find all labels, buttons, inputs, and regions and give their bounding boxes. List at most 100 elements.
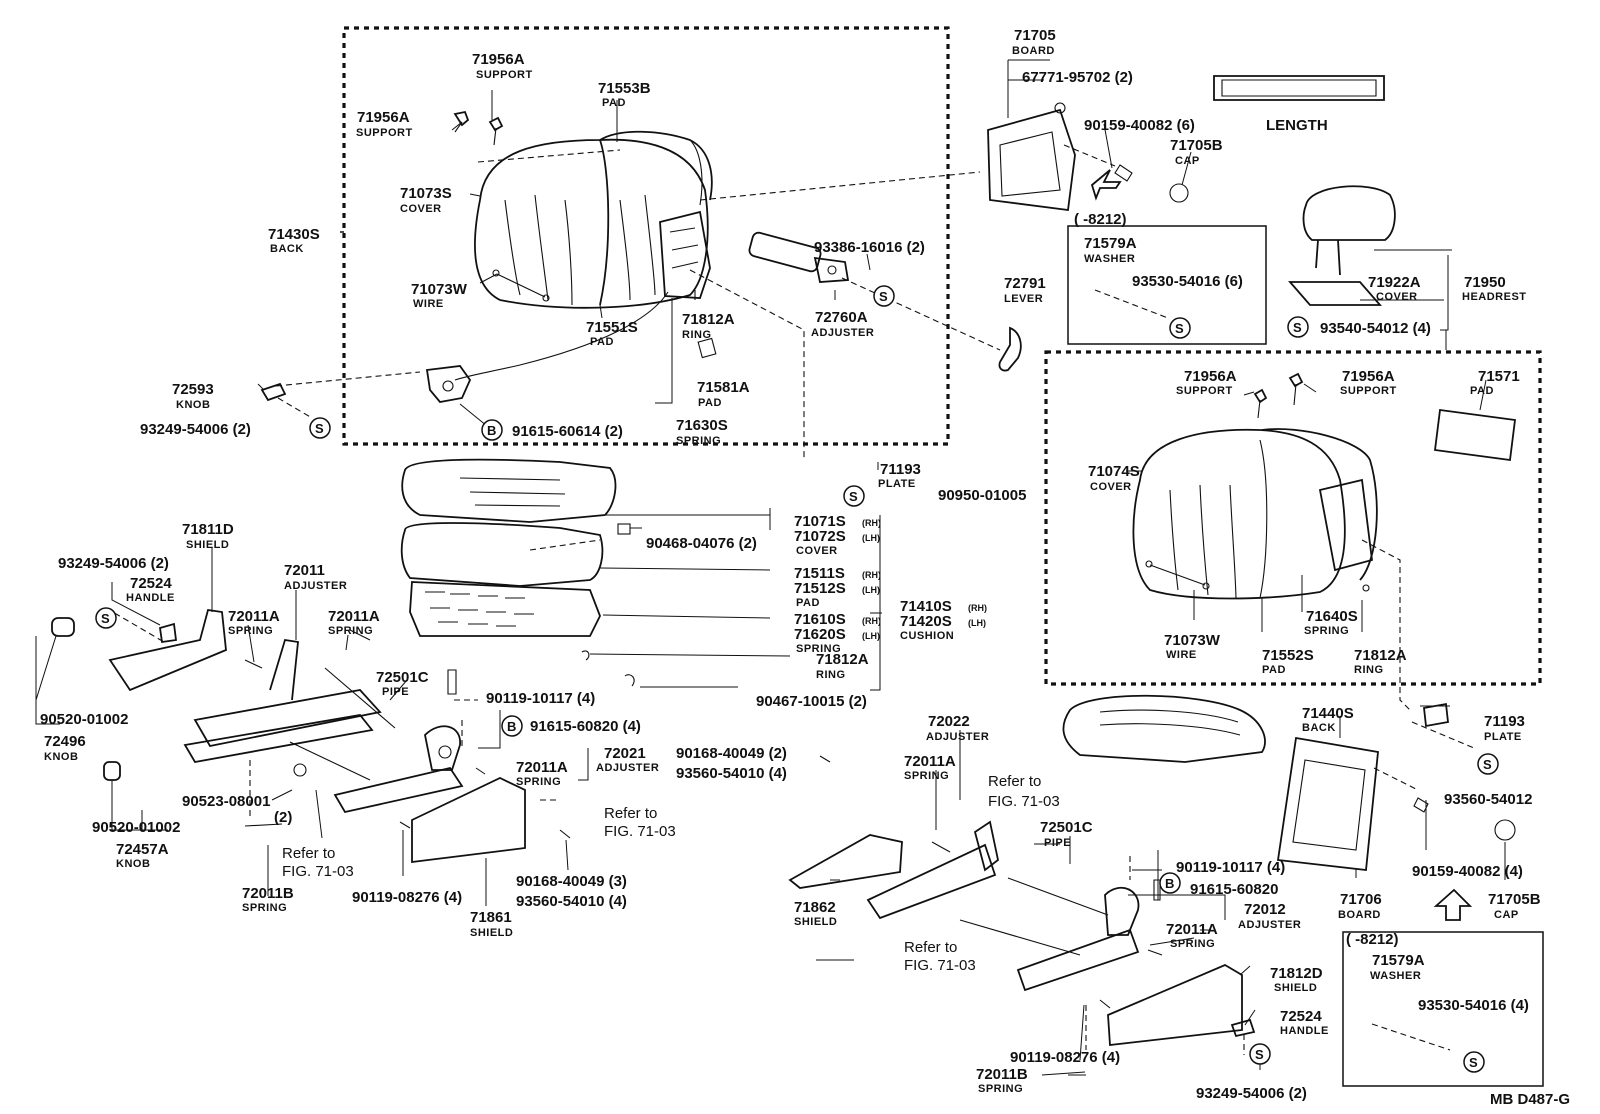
drawing-code: MB D487-G (1490, 1091, 1570, 1108)
callout-number: 93386-16016 (2) (814, 239, 925, 256)
callout-name: PAD (796, 597, 820, 609)
svg-text:S: S (1293, 320, 1302, 335)
callout-name: WIRE (413, 298, 444, 310)
callout-number: 71861 (470, 909, 512, 926)
washer-box-lh (1342, 931, 1544, 1087)
callout-number: 71073W (411, 281, 468, 298)
callout-name: RING (1354, 664, 1384, 676)
callout-name: RING (682, 329, 712, 341)
length-indicator-drawing (1213, 75, 1385, 101)
callout-sub: (RH) (862, 570, 881, 580)
callout-number: 71073S (400, 185, 452, 202)
callout-name: SPRING (1304, 625, 1349, 637)
callout-name: PIPE (1044, 837, 1071, 849)
callout-number: 93249-54006 (2) (140, 421, 251, 438)
callout-number: 71579A (1084, 235, 1137, 252)
s-symbol (309, 417, 331, 439)
callout-name: SHIELD (186, 539, 229, 551)
callout-number: 93540-54012 (4) (1320, 320, 1431, 337)
callout-name: ADJUSTER (926, 731, 989, 743)
callout-number: 71705B (1170, 137, 1223, 154)
callout-sub: (RH) (862, 518, 881, 528)
svg-text:B: B (507, 719, 516, 734)
callout-number: 71430S (268, 226, 320, 243)
callout-name: BOARD (1338, 909, 1381, 921)
refer-note: FIG. 71-03 (904, 957, 976, 974)
s-symbol (1249, 1043, 1271, 1065)
refer-note: Refer to (904, 939, 957, 956)
callout-name: COVER (1376, 291, 1418, 303)
callout-name: ADJUSTER (811, 327, 874, 339)
callout-name: KNOB (176, 399, 210, 411)
callout-number: 72012 (1244, 901, 1286, 918)
callout-name: PLATE (1484, 731, 1522, 743)
callout-name: PIPE (382, 686, 409, 698)
callout-number: 72011A (328, 608, 380, 625)
callout-number: 72501C (1040, 819, 1093, 836)
callout-number: 71193 (880, 461, 921, 478)
svg-text:S: S (1175, 321, 1184, 336)
callout-name: SHIELD (794, 916, 837, 928)
callout-labels: 71956A SUPPORT 71553B PAD 71956A SUPPORT… (40, 27, 1570, 1108)
callout-name: SPRING (676, 435, 721, 447)
callout-number: 71072S (794, 528, 846, 545)
s-symbol (873, 285, 895, 307)
seatback-board-rh-drawing (987, 102, 1189, 212)
callout-number: 71640S (1306, 608, 1358, 625)
circle-symbols: S S B S S S S B S B S S (95, 285, 1499, 1073)
callout-name: KNOB (44, 751, 78, 763)
refer-note: FIG. 71-03 (988, 793, 1060, 810)
callout-name: SPRING (328, 625, 373, 637)
callout-number: 91615-60820 (4) (530, 718, 641, 735)
callout-number: 90119-08276 (4) (352, 889, 462, 906)
callout-sub: (RH) (968, 603, 987, 613)
callout-number: 71812D (1270, 965, 1323, 982)
callout-sub: (LH) (862, 585, 880, 595)
callout-name: SUPPORT (476, 69, 533, 81)
callout-number: 72011A (1166, 921, 1218, 938)
callout-number: 71512S (794, 580, 846, 597)
callout-name: SPRING (1170, 938, 1215, 950)
callout-name: CAP (1175, 155, 1200, 167)
svg-text:S: S (1469, 1055, 1478, 1070)
refer-note: FIG. 71-03 (604, 823, 676, 840)
callout-name: SUPPORT (1176, 385, 1233, 397)
callout-number: 93530-54016 (6) (1132, 273, 1243, 290)
callout-number: 90467-10015 (2) (756, 693, 867, 710)
callout-number: 71956A (1184, 368, 1237, 385)
callout-sub: (LH) (968, 618, 986, 628)
callout-number: 71620S (794, 626, 846, 643)
callout-number: 71074S (1088, 463, 1140, 480)
callout-number: 72791 (1004, 275, 1046, 292)
callout-number: 71410S (900, 598, 952, 615)
callout-name: SUPPORT (356, 127, 413, 139)
lever-drawing (998, 326, 1022, 372)
callout-name: PAD (1470, 385, 1494, 397)
callout-number: 90523-08001 (182, 793, 270, 810)
callout-name: BOARD (1012, 45, 1055, 57)
callout-name: RING (816, 669, 846, 681)
recliner-knob-drawing (260, 382, 287, 402)
callout-number: 72760A (815, 309, 868, 326)
callout-number: 90168-40049 (3) (516, 873, 627, 890)
callout-number: 71581A (697, 379, 750, 396)
refer-note: FIG. 71-03 (282, 863, 354, 880)
callout-number: 91615-60820 (1190, 881, 1278, 898)
callout-name: BACK (1302, 722, 1336, 734)
callout-number: 72496 (44, 733, 86, 750)
callout-number: 71950 (1464, 274, 1506, 291)
s-symbol (843, 485, 865, 507)
callout-name: COVER (400, 203, 442, 215)
callout-sub: (LH) (862, 631, 880, 641)
length-label: LENGTH (1266, 117, 1328, 134)
callout-number: 71812A (682, 311, 735, 328)
callout-name: SHIELD (1274, 982, 1317, 994)
callout-name: ADJUSTER (1238, 919, 1301, 931)
callout-name: SHIELD (470, 927, 513, 939)
callout-number: 72011 (284, 562, 325, 579)
b-symbol (481, 419, 503, 441)
callout-number: 71862 (794, 899, 836, 916)
callout-number: 71610S (794, 611, 846, 628)
callout-number: 71071S (794, 513, 846, 530)
